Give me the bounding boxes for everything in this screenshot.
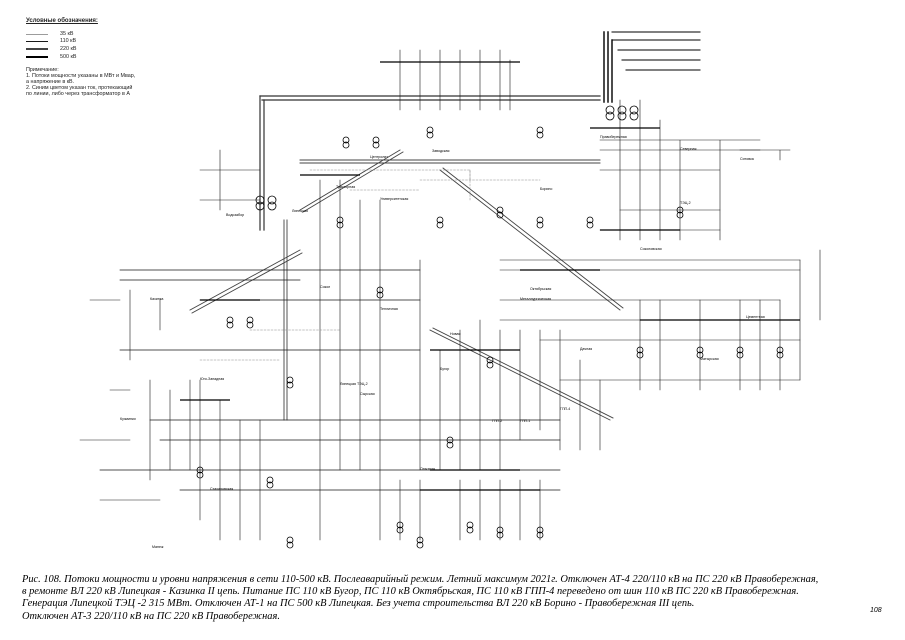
legend-line-220	[26, 48, 48, 51]
legend-item-35: 35 кВ	[26, 30, 166, 38]
line-220-mid	[299, 159, 601, 164]
note-line-2: а напряжение в кВ.	[26, 78, 75, 85]
legend-label-220: 220 кВ	[60, 46, 77, 53]
label-severnaya: Северная	[680, 147, 696, 151]
note-line-3: 2. Синим цветом указан ток, протекающий	[26, 85, 133, 92]
label-gpp4: ГПП-4	[560, 407, 570, 411]
legend-item-220: 220 кВ	[26, 45, 166, 53]
label-tsementnaya: Цементная	[746, 315, 765, 319]
label-sokolovskaya: Соколовская	[640, 247, 662, 251]
label-gpp2: ГПП-2	[492, 419, 502, 423]
caption-line-4: Отключен АТ-3 220/110 кВ на ПС 220 кВ Пр…	[22, 610, 280, 622]
label-teplichnaya: Тепличная	[380, 307, 398, 311]
note-line-1: 1. Потоки мощности указаны в МВт и Мвар,	[26, 72, 136, 79]
label-tsentrolit: Центролит	[370, 155, 388, 159]
power-grid-schematic: Липецкая Правобережная Казинка Бугор Окт…	[79, 31, 821, 549]
line-500-a	[603, 31, 613, 103]
label-kazinka: Казинка	[150, 297, 163, 301]
label-syrskaya: Сырская	[360, 392, 375, 396]
line-220-diag3	[429, 327, 614, 421]
line-110-4	[599, 99, 761, 241]
page-number: 108	[870, 607, 882, 614]
line-220-diag4	[189, 249, 303, 314]
label-bugor: Бугор	[440, 367, 449, 371]
bus-bars	[180, 61, 800, 491]
label-sokol: Сокол	[320, 285, 330, 289]
legend-line-110	[26, 41, 48, 43]
caption-line-3: Генерация Липецкой ТЭЦ -2 315 МВт. Отклю…	[22, 598, 695, 610]
label-novaya: Новая	[450, 332, 460, 336]
label-tets2-b: ТЭЦ-2	[680, 201, 691, 205]
line-110-9	[639, 259, 801, 391]
transformers	[196, 105, 784, 549]
grid-lines	[79, 31, 821, 541]
line-110-8	[379, 469, 541, 541]
caption-line-1: Рис. 108. Потоки мощности и уровни напря…	[22, 574, 819, 585]
diagram-annotations: Липецкая Правобережная Казинка Бугор Окт…	[120, 135, 765, 549]
line-110-6	[199, 149, 261, 211]
label-sitovka: Ситовка	[740, 157, 754, 161]
label-manezh: Манеж	[152, 545, 164, 549]
line-220-diag1	[299, 149, 404, 213]
line-220-left	[259, 95, 265, 231]
line-220-diag2	[439, 167, 624, 311]
label-stakhanovskaya: Стахановская	[210, 487, 233, 491]
notes-title: Примечание:	[26, 66, 59, 73]
label-traktornaya: Тракторная	[336, 185, 355, 189]
line-110-5	[399, 49, 511, 111]
label-lipetskaya: Липецкая	[292, 209, 308, 213]
line-500-b	[611, 31, 701, 71]
legend-item-110: 110 кВ	[26, 38, 166, 46]
note-line-4: по линии, либо через трансформатор в А	[26, 91, 130, 98]
line-220-top	[259, 95, 601, 101]
caption-line-2: в ремонте ВЛ 220 кВ Липецкая - Казинка I…	[22, 586, 799, 598]
line-110-7	[129, 289, 261, 541]
label-oktyabrskaya: Октябрьская	[530, 287, 551, 291]
label-pravoberezhnaya: Правобережная	[600, 135, 627, 139]
legend-item-500: 500 кВ	[26, 53, 166, 61]
legend-line-35	[26, 33, 48, 35]
label-opytnaya: Опытная	[420, 467, 435, 471]
label-tets2: Липецкая ТЭЦ-2	[340, 382, 368, 386]
legend-line-500	[26, 55, 48, 58]
label-borino: Борино	[540, 187, 552, 191]
line-110-2	[319, 179, 541, 541]
label-universitetskaya: Университетская	[380, 197, 408, 201]
figure-caption: Рис. 108. Потоки мощности и уровни напря…	[22, 574, 882, 623]
legend-label-110: 110 кВ	[60, 38, 77, 45]
line-35	[199, 169, 541, 361]
legend-title: Условные обозначения:	[26, 18, 98, 24]
label-kuzminki: Кузминки	[120, 417, 136, 421]
label-matyrskaya: Матырская	[700, 357, 719, 361]
line-110-1	[99, 269, 561, 491]
label-gpp1: ГПП-1	[520, 419, 530, 423]
legend-notes: Примечание: 1. Потоки мощности указаны в…	[26, 67, 158, 98]
legend-label-500: 500 кВ	[60, 53, 77, 60]
legend-label-35: 35 кВ	[60, 30, 74, 37]
label-dachnaya: Дачная	[580, 347, 592, 351]
label-yugo-zapadnaya: Юго-Западная	[200, 377, 224, 381]
line-110-3	[499, 209, 801, 381]
label-vodozabor: Водозабор	[226, 213, 244, 217]
label-metallurgicheskaya: Металлургическая	[520, 297, 551, 301]
line-110-10	[559, 149, 821, 451]
legend: Условные обозначения: 35 кВ 110 кВ 220 к…	[26, 18, 166, 98]
label-zavodskaya: Заводская	[432, 149, 450, 153]
line-110-11	[79, 299, 161, 501]
line-220-vert	[283, 219, 288, 421]
